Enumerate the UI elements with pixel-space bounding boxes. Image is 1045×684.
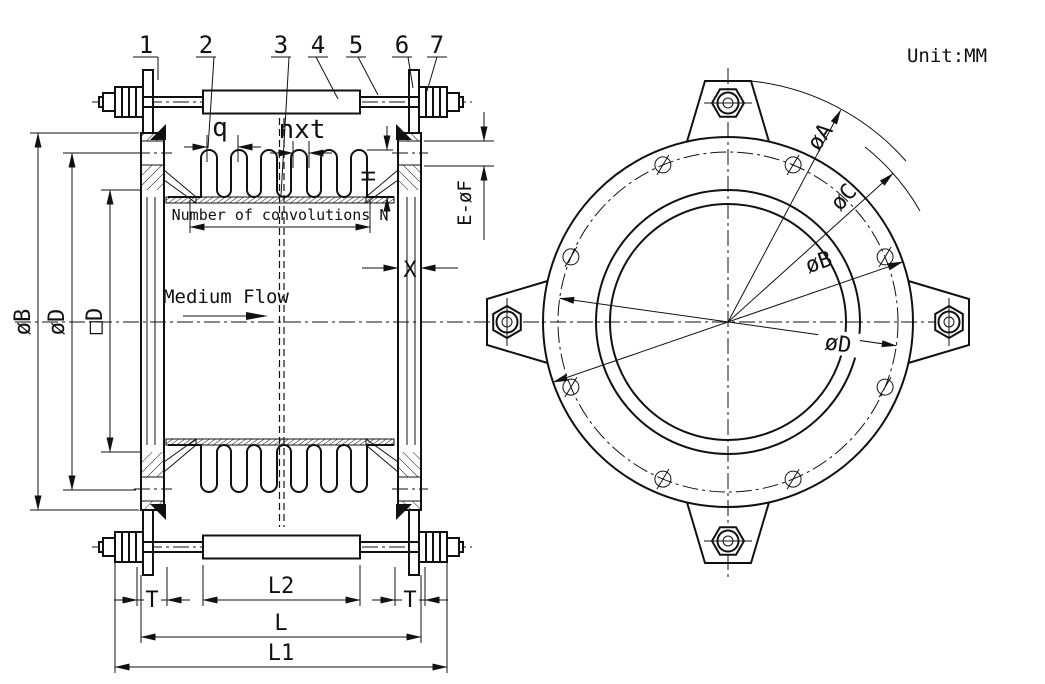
flow-arrow: [246, 312, 268, 320]
weld-bottom-right: [396, 504, 412, 520]
dim-H: H: [358, 126, 393, 221]
flange-outer-circle: [542, 136, 914, 508]
dim-squareD-label: □D: [83, 308, 108, 335]
part-number-7: 7: [430, 31, 444, 59]
part-number-4: 4: [311, 31, 325, 59]
dim-nxt-label: nxt: [279, 115, 326, 145]
dim-convolutions: Number of convolutions N: [172, 200, 389, 233]
dim-T-left-label: T: [145, 588, 158, 613]
flange-left: [134, 132, 172, 511]
rod-sleeve-bottom: [202, 534, 361, 560]
dim-X: X: [362, 258, 458, 283]
weld-top-right: [396, 124, 412, 140]
flange-front-view: øA øC øB øD: [486, 68, 970, 578]
part-number-3: 3: [274, 31, 288, 59]
bolt-hole: [876, 376, 894, 398]
dim-squareD: □D: [83, 189, 141, 453]
part-number-2: 2: [199, 31, 213, 59]
bolt-hole: [562, 376, 580, 398]
cone-top-right: [365, 168, 399, 204]
bolt-hole: [876, 246, 894, 268]
bolt-hole: [654, 154, 672, 176]
dim-oA: øA: [727, 80, 907, 323]
dim-H-label: H: [358, 170, 380, 181]
cone-bottom-right: [365, 438, 399, 474]
dim-oD-right-label: øD: [823, 330, 853, 358]
dim-E-oF-label: E-øF: [454, 180, 476, 226]
weld-bottom-left: [150, 504, 166, 520]
flow-label: Medium Flow: [163, 286, 289, 308]
flow-annotation: Medium Flow: [163, 286, 289, 320]
bolt-hole: [654, 468, 672, 490]
rod-sleeve-top: [202, 89, 361, 115]
lug-plate-top-left: [142, 69, 154, 134]
dim-oB-right-label: øB: [802, 247, 835, 279]
cone-top-left: [163, 168, 197, 204]
unit-label: Unit:MM: [907, 45, 987, 67]
dim-q: q: [184, 113, 261, 162]
bolt-hole: [784, 154, 802, 176]
nut-bottom: [704, 526, 752, 556]
lug-plate-top-right: [408, 69, 420, 134]
nut-right: [934, 298, 964, 346]
dim-oD-left: øD: [45, 152, 136, 491]
cone-bottom-left: [163, 438, 197, 474]
dim-L2-label: L2: [268, 574, 295, 599]
dim-nxt: nxt: [270, 115, 332, 168]
weld-top-left: [150, 124, 166, 140]
bellows-bottom: [168, 444, 394, 493]
nut-top: [704, 88, 752, 118]
bolt-hole: [784, 468, 802, 490]
dim-T-right-label: T: [403, 588, 416, 613]
dim-L1-label: L1: [268, 641, 295, 666]
lug-top: [686, 80, 770, 142]
tie-rod-top: [98, 69, 464, 140]
part-number-1: 1: [139, 31, 153, 59]
convolutions-label: Number of convolutions N: [172, 206, 389, 224]
part-number-6: 6: [395, 31, 409, 59]
liner-bottom: [165, 438, 395, 446]
lugs: [486, 80, 970, 564]
dim-q-label: q: [212, 113, 228, 143]
lug-nuts: [492, 88, 964, 556]
bolt-hole: [562, 246, 580, 268]
part-number-5: 5: [349, 31, 363, 59]
nut-left: [492, 298, 522, 346]
lug-bottom: [686, 502, 770, 564]
part-labels: 1 2 3 4 5 6 7: [133, 31, 447, 197]
dim-oD-label: øD: [45, 309, 70, 336]
dim-X-label: X: [403, 258, 417, 283]
dim-E-oF: E-øF: [424, 112, 494, 240]
section-view: 1 2 3 4 5 6 7 q: [11, 31, 495, 673]
lug-left: [486, 280, 548, 364]
dim-L-label: L: [274, 611, 287, 636]
lug-right: [908, 280, 970, 364]
dim-oB-label: øB: [11, 309, 36, 336]
dim-oB-left: øB: [11, 132, 139, 511]
liner-top: [165, 196, 395, 204]
dim-bottom: T L2 T L L1: [114, 563, 448, 673]
dim-oD-right: øD: [559, 296, 897, 359]
tie-rod-bottom: [98, 504, 464, 576]
